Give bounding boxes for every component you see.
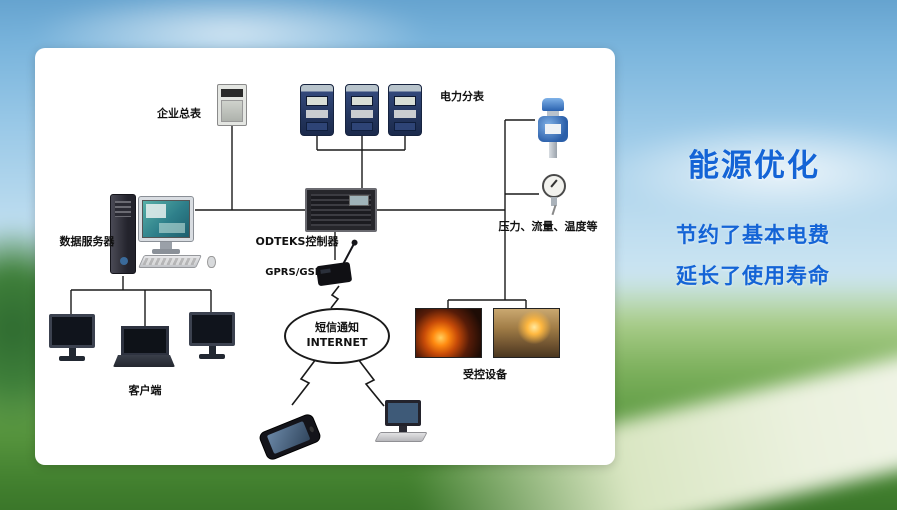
meter-label-strip: [351, 110, 373, 118]
meter-display: [221, 89, 243, 97]
keyboard: [374, 432, 428, 442]
meter-terminal: [351, 122, 373, 131]
caption-line-1: 节约了基本电费: [676, 223, 830, 247]
caption-line-2: 延长了使用寿命: [676, 264, 830, 288]
gauge-stem: [551, 197, 557, 206]
enterprise-meter-label: 企业总表: [157, 107, 201, 120]
meter-terminal: [306, 122, 328, 131]
client-monitor: [49, 314, 95, 370]
monitor-stand: [399, 426, 407, 432]
monitor-base: [59, 356, 85, 361]
gauge-probe: [551, 204, 557, 216]
transmitter-body: [538, 116, 568, 142]
gprs-label: GPRS/GSM: [265, 267, 325, 278]
transmitter-faceplate: [545, 124, 561, 134]
keyboard: [138, 255, 202, 268]
monitor-base: [152, 249, 180, 254]
monitor-screen: [49, 314, 95, 348]
meter-display: [351, 96, 373, 106]
controlled-devices-label: 受控设备: [463, 368, 507, 381]
client-laptop: [113, 326, 175, 370]
meter-label-strip: [394, 110, 416, 118]
monitor-screen: [189, 312, 235, 346]
server-tower: [110, 194, 136, 274]
client-monitor: [189, 312, 235, 368]
meter-display: [394, 96, 416, 106]
pressure-gauge-device: [539, 174, 569, 216]
laptop-screen: [121, 326, 169, 356]
pressure-transmitter-device: [535, 98, 571, 160]
internet-cloud: 短信通知 INTERNET: [284, 308, 390, 364]
data-server-label: 数据服务器: [59, 235, 115, 248]
mouse: [207, 256, 216, 268]
monitor-stand: [208, 346, 216, 354]
clients-label: 客户端: [128, 384, 162, 397]
gauge-face: [542, 174, 566, 198]
power-submeter-label: 电力分表: [440, 90, 484, 103]
controller-label: ODTEKS控制器: [255, 235, 339, 248]
remote-desktop-device: [373, 400, 431, 456]
transmitter-stem: [549, 142, 557, 158]
enterprise-meter-device: [217, 84, 247, 126]
transmitter-neck: [547, 111, 559, 116]
diagram-panel: 企业总表 电力分表 ODTEKS控制器: [35, 48, 615, 465]
controller-device: [305, 188, 377, 232]
caption-block: 能源优化 节约了基本电费 延长了使用寿命: [676, 140, 830, 297]
cloud: [600, 120, 897, 222]
monitor-screen: [385, 400, 421, 426]
furnace-photo: [415, 308, 482, 358]
monitor-stand: [160, 242, 172, 250]
sms-label: 短信通知: [315, 321, 359, 335]
transmitter-cap: [542, 98, 564, 111]
power-meter-device: [388, 84, 422, 136]
power-meter-device: [300, 84, 334, 136]
caption-title: 能源优化: [688, 148, 820, 184]
connector-lines: [70, 119, 539, 407]
meter-label-strip: [306, 110, 328, 118]
meter-body: [221, 100, 243, 122]
power-meter-device: [345, 84, 379, 136]
monitor-stand: [68, 348, 76, 356]
meter-terminal: [394, 122, 416, 131]
server-monitor: [138, 196, 194, 242]
monitor-base: [199, 354, 225, 359]
laptop-base: [113, 355, 175, 367]
lightning-bolts: [291, 285, 385, 407]
sensors-label: 压力、流量、温度等: [498, 220, 598, 233]
meter-display: [306, 96, 328, 106]
plant-equipment-photo: [493, 308, 560, 358]
server-screen: [142, 200, 190, 238]
internet-label: INTERNET: [306, 336, 368, 349]
